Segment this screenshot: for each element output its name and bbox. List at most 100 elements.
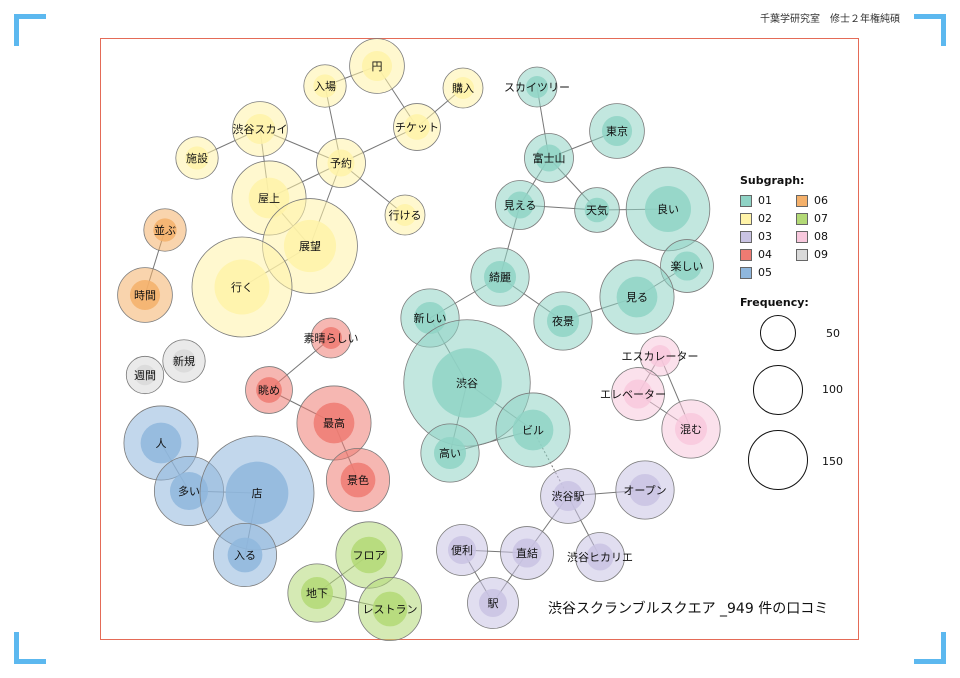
node-core	[140, 422, 182, 464]
node-label: 駅	[488, 597, 499, 610]
node-label: ビル	[522, 424, 544, 437]
legend-item-05: 05	[740, 266, 772, 279]
node-label: 週間	[134, 369, 156, 382]
legend-swatch	[796, 230, 808, 243]
header-author: 千葉学研究室 修士２年権純碩	[760, 14, 900, 25]
node-skytree: スカイツリー	[504, 66, 570, 108]
node-core	[300, 576, 334, 610]
node-label: 新しい	[414, 311, 447, 325]
node-chika: 地下	[287, 563, 347, 623]
node-komu: 混む	[661, 399, 721, 459]
node-core	[244, 113, 276, 145]
node-takai: 高い	[420, 423, 480, 483]
node-label: 並ぶ	[154, 223, 176, 237]
node-core	[320, 327, 342, 349]
node-label: チケット	[395, 121, 439, 134]
node-label: 見える	[504, 199, 537, 212]
frequency-label-50: 50	[826, 327, 840, 340]
node-hikarie: 渋谷ヒカリエ	[567, 532, 633, 582]
frequency-circle-100	[753, 365, 803, 415]
node-nagame: 眺め	[245, 366, 293, 414]
corner-bracket-top-right	[914, 14, 946, 46]
node-label: 便利	[451, 544, 473, 557]
diagram-caption: 渋谷スクランブルスクエア _949 件の口コミ	[548, 601, 829, 617]
node-core	[248, 177, 290, 219]
node-core	[256, 377, 282, 403]
node-label: フロア	[353, 549, 386, 562]
node-label: スカイツリー	[504, 81, 570, 94]
legend-swatch	[740, 266, 752, 279]
node-core	[478, 588, 508, 618]
node-shibuyasky: 渋谷スカイ	[232, 101, 288, 157]
node-label: 屋上	[258, 192, 280, 205]
node-label: 地下	[306, 587, 328, 600]
node-atarashii: 新しい	[400, 288, 460, 348]
legend-item-06: 06	[796, 194, 828, 207]
node-jikan: 時間	[117, 267, 173, 323]
node-label: 円	[372, 60, 383, 73]
node-yakei: 夜景	[533, 291, 593, 351]
node-core	[361, 50, 393, 82]
node-label: 綺麗	[489, 271, 511, 284]
node-label: 新規	[173, 354, 195, 368]
node-core	[552, 480, 584, 512]
node-shukan: 週間	[125, 355, 165, 395]
node-core	[313, 74, 337, 98]
node-yoyaku: 予約	[316, 138, 366, 188]
node-core	[172, 349, 196, 373]
legend-swatch	[796, 248, 808, 261]
node-label: 渋谷	[456, 377, 478, 390]
node-nyujo: 入場	[303, 64, 347, 108]
node-core	[674, 412, 708, 446]
legend-swatch	[796, 194, 808, 207]
node-core	[584, 197, 610, 223]
node-core	[225, 461, 289, 525]
legend-item-02: 02	[740, 212, 772, 225]
node-chiketto: チケット	[393, 103, 441, 151]
node-keshiki: 景色	[325, 447, 391, 513]
node-narabu: 並ぶ	[143, 208, 187, 252]
node-label: 眺め	[258, 384, 280, 397]
node-restaurant: レストラン	[357, 576, 423, 642]
node-label: 渋谷スカイ	[233, 123, 288, 136]
node-shibuyaeki: 渋谷駅	[540, 468, 596, 524]
corner-bracket-bottom-right	[914, 632, 946, 664]
node-subarashii: 素晴らしい	[304, 317, 359, 359]
node-core	[350, 536, 388, 574]
legend-swatch	[740, 248, 752, 261]
node-label: 富士山	[533, 151, 566, 165]
node-biru: ビル	[495, 392, 571, 468]
node-mise: 店	[199, 435, 315, 551]
node-label: 混む	[680, 423, 702, 436]
node-core	[644, 185, 692, 233]
node-floor: フロア	[335, 521, 403, 589]
node-miru: 見る	[599, 259, 675, 335]
node-core	[628, 473, 662, 507]
node-label: エレベーター	[600, 388, 666, 401]
node-core	[601, 115, 633, 147]
node-core	[623, 379, 653, 409]
node-label: 直結	[516, 546, 538, 560]
node-label: 高い	[439, 446, 461, 460]
node-shisetsu: 施設	[175, 136, 219, 180]
node-label: 予約	[330, 156, 352, 170]
node-label: レストラン	[363, 603, 418, 616]
corner-bracket-bottom-left	[14, 632, 46, 664]
node-label: 時間	[134, 289, 156, 302]
legend-swatch	[740, 194, 752, 207]
node-core	[512, 538, 542, 568]
diagram-frame	[100, 38, 859, 640]
node-core	[586, 543, 614, 571]
node-label: 最高	[323, 416, 345, 430]
node-core	[432, 348, 502, 418]
node-core	[616, 276, 658, 318]
node-core	[185, 146, 209, 170]
node-label: 良い	[657, 202, 679, 216]
node-core	[129, 279, 161, 311]
corner-bracket-top-left	[14, 14, 46, 46]
node-core	[313, 402, 355, 444]
node-kirei: 綺麗	[470, 247, 530, 307]
node-label: 入場	[314, 80, 336, 93]
node-label: 購入	[452, 81, 474, 95]
